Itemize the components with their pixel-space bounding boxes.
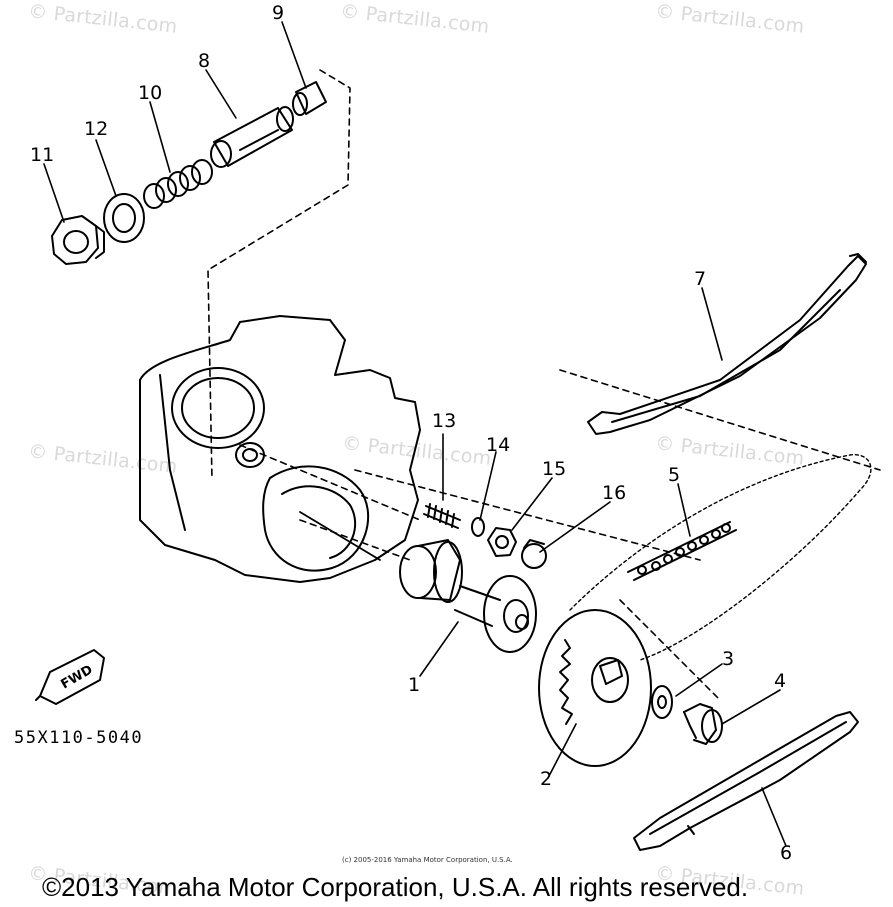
washer-12 (103, 193, 145, 243)
camshaft-1 (399, 539, 537, 653)
callout-4: 4 (774, 670, 787, 692)
copyright-notice: ©2013 Yamaha Motor Corporation, U.S.A. A… (42, 872, 749, 902)
cap-nut-16 (521, 539, 547, 569)
spring-10 (143, 159, 213, 209)
bolt-4 (683, 703, 723, 745)
washer-3 (651, 685, 673, 719)
chain-guide-6 (633, 711, 859, 851)
callout-7: 7 (694, 268, 707, 290)
callout-14: 14 (486, 434, 511, 456)
tensioner-rod-8 (210, 106, 294, 168)
callout-11: 11 (30, 144, 55, 166)
cap-9 (292, 81, 327, 116)
callout-9: 9 (272, 2, 285, 24)
callout-15: 15 (542, 458, 567, 480)
callout-1: 1 (408, 674, 421, 696)
chain-guide-7 (587, 253, 867, 435)
part-code: 55X110-5040 (14, 728, 144, 748)
callout-8: 8 (198, 50, 211, 72)
callout-5: 5 (668, 464, 681, 486)
callout-3: 3 (722, 648, 735, 670)
callout-2: 2 (540, 768, 553, 790)
callout-6: 6 (780, 842, 793, 864)
chain-5 (627, 521, 737, 581)
callout-10: 10 (138, 82, 163, 104)
callout-16: 16 (602, 482, 627, 504)
assembly-guide-lines (207, 69, 881, 701)
leader-lines (43, 21, 787, 847)
engine-case (139, 315, 421, 583)
o-ring-14 (471, 517, 485, 537)
flange-nut-11 (51, 215, 105, 265)
stud-13 (423, 503, 461, 529)
small-copyright: (c) 2005-2016 Yamaha Motor Corporation, … (342, 856, 513, 864)
callout-13: 13 (432, 410, 457, 432)
sprocket-2 (538, 609, 652, 767)
callout-12: 12 (84, 118, 109, 140)
nut-15 (487, 527, 517, 557)
chain-loop (569, 454, 872, 661)
fwd-arrow-icon (35, 649, 105, 705)
